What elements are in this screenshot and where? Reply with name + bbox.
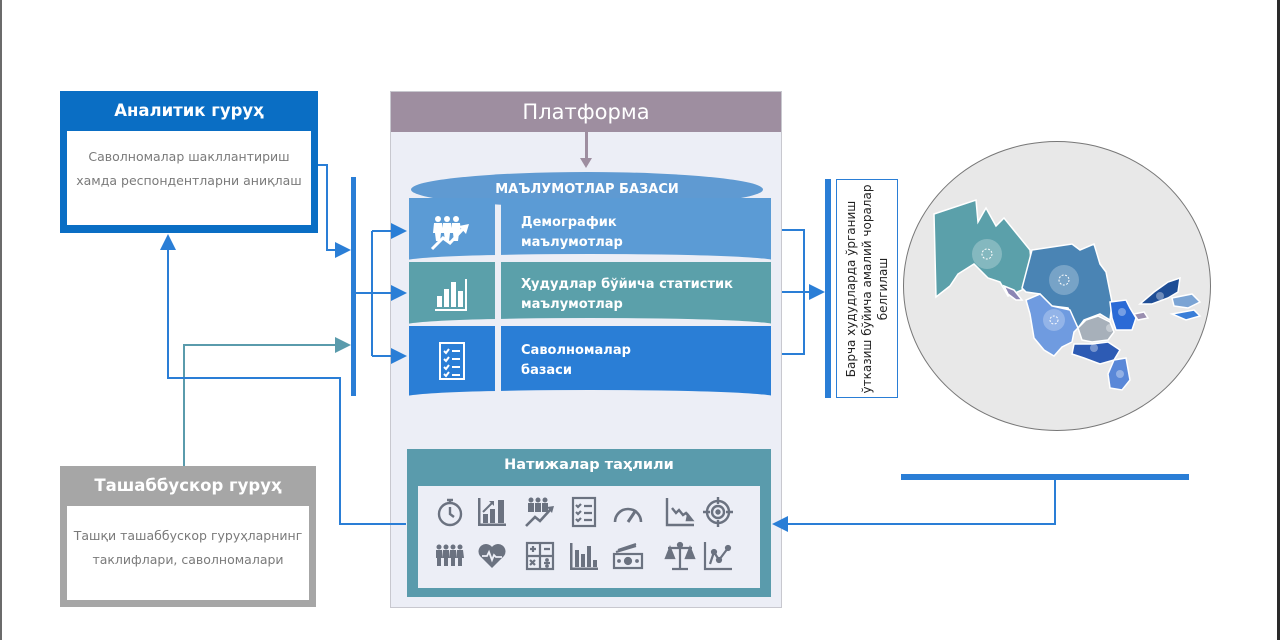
connector-analytic-to-bar: [318, 164, 351, 258]
db-demo-line1: Демографик: [521, 215, 617, 230]
connector-db-right: [782, 229, 805, 355]
platform-arrow: [585, 132, 588, 160]
db-section-questionnaires: Саволномалар базаси: [405, 318, 775, 396]
initiative-desc-line1: Ташқи ташаббускор гуруҳларнинг: [73, 528, 303, 543]
region-bukhara: [1025, 293, 1079, 357]
platform-arrow-head: [580, 158, 592, 168]
region-samarkand: [1077, 315, 1115, 343]
db-section-statistics: Ҳудудлар бўйича статистик маълумотлар: [405, 254, 775, 328]
stopwatch-icon: [434, 496, 466, 528]
checklist-icon: [568, 496, 600, 528]
actions-line3: белгилаш: [876, 257, 890, 320]
platform-title: Платформа: [391, 92, 781, 132]
region-andijan: [1169, 309, 1202, 321]
uzbekistan-map: [903, 141, 1211, 431]
db-stat-line2: маълумотлар: [521, 297, 623, 312]
scales-icon: [664, 540, 696, 572]
results-analysis-panel: Натижалар таҳлили: [407, 449, 771, 597]
people-growth-icon: [409, 198, 495, 268]
line-chart-icon: [702, 540, 734, 572]
calculator-icon: [524, 540, 556, 572]
platform-panel: Платформа МАЪЛУМОТЛАР БАЗАСИ Демографик …: [390, 91, 782, 608]
region-navoi: [1021, 242, 1113, 330]
initiative-group-title: Ташаббускор гуруҳ: [94, 476, 282, 495]
region-karakalpakstan: [933, 198, 1033, 299]
analytic-group-title: Аналитик гуруҳ: [114, 101, 264, 120]
results-title: Натижалар таҳлили: [504, 457, 674, 473]
region-jizzakh: [1109, 299, 1137, 331]
region-surkhandarya: [1107, 357, 1131, 391]
money-icon: [612, 540, 644, 572]
bar-chart-icon: [568, 540, 600, 572]
db-stat-line1: Ҳудудлар бўйича статистик: [521, 277, 733, 292]
right-edge: [1277, 0, 1280, 640]
bar-chart-icon: [409, 262, 495, 328]
region-syrdarya: [1132, 311, 1150, 321]
left-collector-bar: [351, 177, 356, 396]
heart-pulse-icon: [476, 540, 508, 572]
actions-text: Барча худудларда ўрганиш ўтказиш бўйича …: [843, 184, 891, 394]
db-section-questionnaires-text: Саволномалар базаси: [501, 326, 771, 396]
bar-growth-icon: [476, 496, 508, 528]
actions-box: Барча худудларда ўрганиш ўтказиш бўйича …: [836, 179, 898, 398]
db-quest-line2: базаси: [521, 363, 572, 378]
initiative-group-box: Ташаббускор гуруҳ Ташқи ташаббускор гуру…: [60, 466, 316, 607]
people-growth-icon: [524, 496, 556, 528]
regions-map-svg: [933, 198, 1202, 391]
region-khorezm: [1002, 284, 1024, 301]
target-icon: [702, 496, 734, 528]
speedometer-icon: [612, 496, 644, 528]
actions-line1: Барча худудларда ўрганиш: [844, 200, 858, 377]
analytic-group-box: Аналитик гуруҳ Саволномалар шакллантириш…: [60, 91, 318, 233]
initiative-desc-line2: таклифлари, саволномалари: [92, 552, 284, 567]
bottom-right-bar: [901, 474, 1189, 480]
line-decline-icon: [664, 496, 696, 528]
region-fergana-valley: [1171, 293, 1202, 309]
db-section-statistics-text: Ҳудудлар бўйича статистик маълумотлар: [501, 262, 771, 328]
people-icon: [434, 540, 466, 572]
left-edge: [0, 0, 2, 640]
actions-line2: ўтказиш бўйича амалий чоралар: [860, 184, 874, 393]
connector-bar-to-results: [772, 480, 1056, 532]
connector-initiative-to-bar: [183, 337, 351, 466]
analytic-desc-line1: Саволномалар шакллантириш: [88, 149, 290, 164]
db-demo-line2: маълумотлар: [521, 235, 623, 250]
initiative-group-description: Ташқи ташаббускор гуруҳларнинг таклифлар…: [67, 506, 309, 600]
region-tashkent: [1137, 276, 1181, 305]
region-markers: [972, 239, 1164, 378]
db-quest-line1: Саволномалар: [521, 343, 631, 358]
cylinder-bottom: [405, 390, 775, 404]
results-icon-grid: [418, 486, 760, 588]
analytic-group-description: Саволномалар шакллантириш хамда респонде…: [67, 131, 311, 225]
right-collector-bar: [825, 179, 831, 398]
analytic-desc-line2: хамда респондентларни аниқлаш: [76, 173, 302, 188]
checklist-icon: [409, 326, 495, 396]
